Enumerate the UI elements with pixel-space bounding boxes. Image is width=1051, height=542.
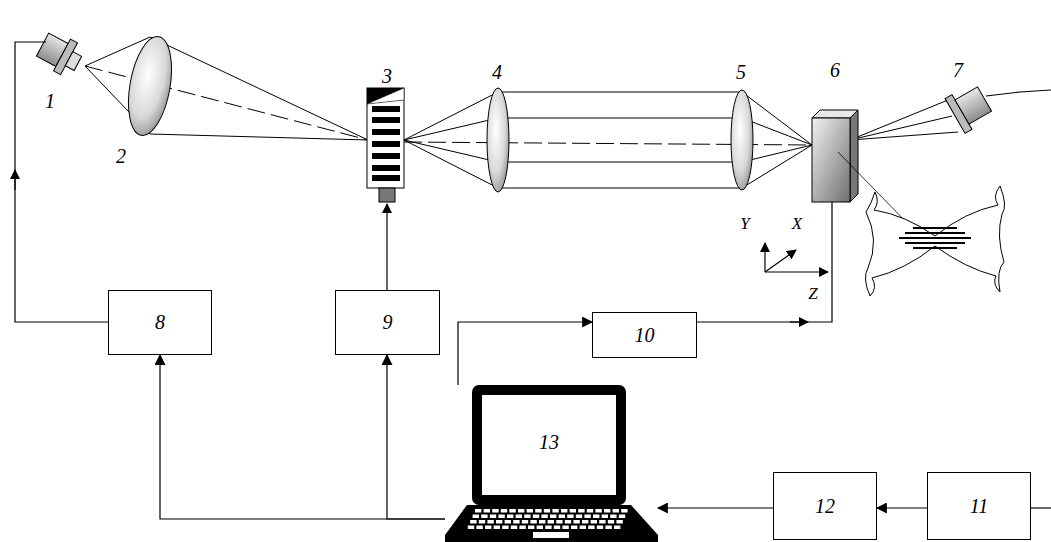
device-block: 12 [773, 472, 877, 540]
callout-number: 5 [736, 61, 746, 84]
lens [487, 88, 509, 192]
optical-axis [85, 66, 812, 145]
callout-number: 13 [539, 431, 559, 454]
device-block: 11 [927, 472, 1031, 540]
signal-connector [877, 507, 927, 508]
interference-inset [865, 186, 1004, 296]
axes [765, 243, 828, 272]
axis-label: X [792, 214, 802, 234]
device-block: 10 [592, 312, 697, 358]
signal-connector [160, 355, 445, 519]
lens [731, 90, 753, 190]
callout-number: 10 [635, 324, 655, 347]
callout-number: 7 [953, 59, 963, 82]
signal-connector [387, 355, 445, 519]
laptop-computer: 13 [445, 385, 658, 542]
lens [122, 33, 179, 138]
callout-number: 3 [382, 65, 392, 88]
crystal [812, 110, 858, 202]
callout-number: 11 [970, 495, 989, 518]
light-modulator [367, 88, 404, 202]
callout-number: 12 [815, 495, 835, 518]
photodetector [945, 82, 994, 134]
signal-connector [658, 507, 773, 508]
signal-wires [15, 42, 1051, 508]
callout-number: 9 [383, 311, 393, 334]
laptop-outline [445, 385, 658, 542]
light-source [34, 29, 86, 80]
callout-number: 1 [45, 90, 55, 113]
callout-number: 6 [830, 59, 840, 82]
callout-number: 4 [492, 61, 502, 84]
device-block: 9 [335, 290, 440, 355]
axis-label: Y [740, 214, 749, 234]
signal-connector [458, 322, 592, 385]
axis-label: Z [808, 284, 817, 304]
device-block: 8 [108, 290, 212, 355]
callout-number: 8 [155, 311, 165, 334]
callout-number: 2 [116, 145, 126, 168]
